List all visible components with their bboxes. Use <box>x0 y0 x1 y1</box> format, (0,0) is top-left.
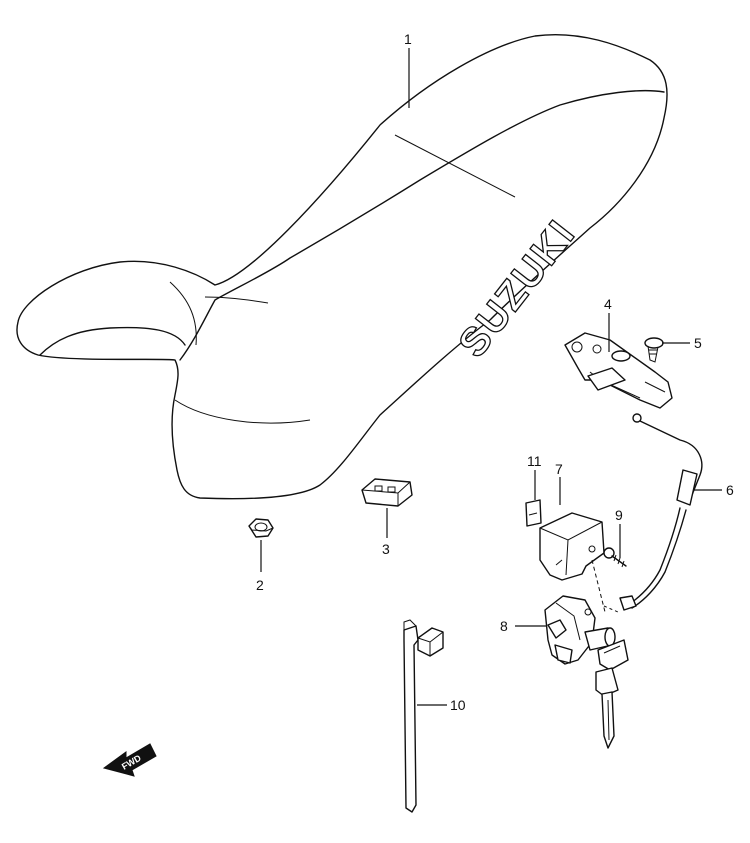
callout-6: 6 <box>726 482 734 498</box>
callout-2: 2 <box>256 577 264 593</box>
callout-1: 1 <box>404 31 412 47</box>
callout-3: 3 <box>382 541 390 557</box>
assembly-line <box>603 605 619 613</box>
screw-5 <box>644 337 664 363</box>
seat-lock-hook <box>564 332 673 409</box>
callout-9: 9 <box>615 507 623 523</box>
seat-lock-assembly <box>544 595 629 749</box>
lock-cover <box>539 512 605 581</box>
screw-9 <box>603 547 627 568</box>
callout-4: 4 <box>604 296 612 312</box>
callout-11: 11 <box>527 453 542 469</box>
seat: SUZUKI <box>16 33 668 500</box>
callout-7: 7 <box>555 461 563 477</box>
callout-10: 10 <box>450 697 466 713</box>
seat-bracket <box>361 478 413 507</box>
callout-5: 5 <box>694 335 702 351</box>
assembly-line <box>591 559 606 613</box>
key-label <box>525 499 542 527</box>
seat-lock-cable <box>619 413 703 611</box>
forward-arrow-icon: FWD <box>102 743 157 777</box>
callout-8: 8 <box>500 618 508 634</box>
nut <box>248 518 274 538</box>
cable-tie <box>403 619 444 813</box>
